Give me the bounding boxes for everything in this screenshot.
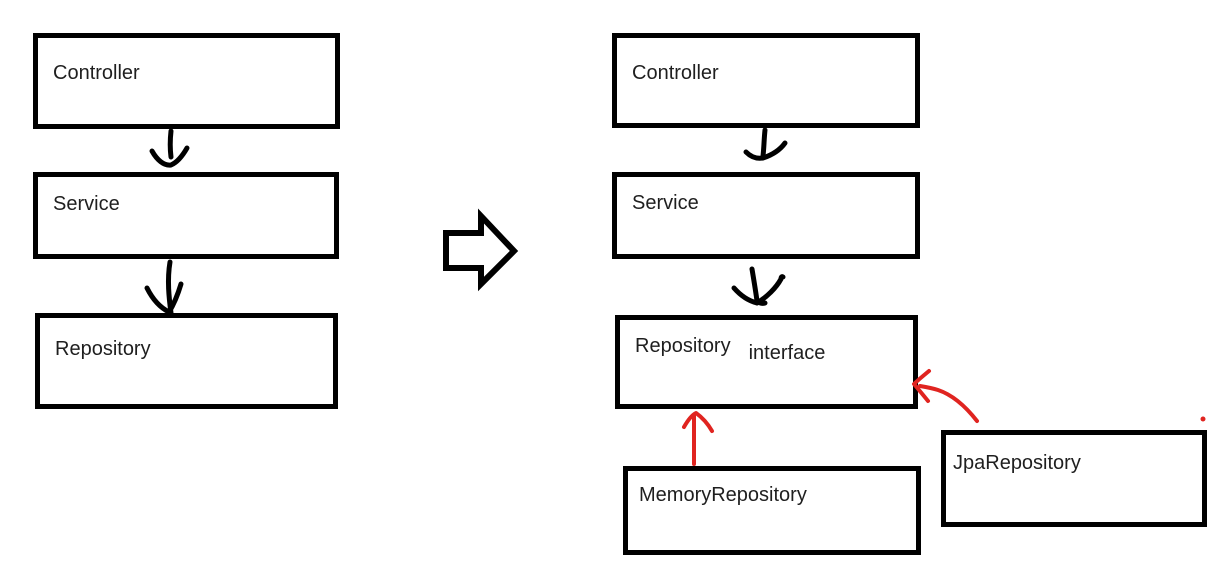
right-repository-interface-box: Repository interface <box>615 315 918 409</box>
right-repository-label: Repository <box>635 335 731 357</box>
arrow-shaft <box>167 128 174 160</box>
left-controller-box: Controller <box>33 33 340 129</box>
right-service-label: Service <box>632 192 699 214</box>
right-service-box: Service <box>612 172 920 259</box>
repository-interface-annotation: interface <box>748 342 826 364</box>
left-controller-label: Controller <box>53 62 140 84</box>
down-arrow-icon-right-service-to-repository <box>731 266 786 306</box>
red-dot-mark <box>1200 416 1206 422</box>
arrow-shaft <box>749 266 768 306</box>
right-controller-box: Controller <box>612 33 920 128</box>
left-service-box: Service <box>33 172 339 259</box>
arrow-shaft <box>165 259 174 316</box>
red-implements-arrow-icon-memory-to-repository <box>682 411 714 466</box>
arrow-head <box>682 411 714 433</box>
down-arrow-icon-left-controller-to-service <box>149 128 190 168</box>
down-arrow-icon-left-service-to-repository <box>144 259 184 316</box>
arrow-head-right <box>754 274 786 306</box>
jpa-repository-box: JpaRepository <box>941 430 1207 527</box>
memory-repository-box: MemoryRepository <box>623 466 921 555</box>
arrow-head-right <box>166 281 184 315</box>
arrow-head <box>743 140 788 161</box>
down-arrow-icon-right-controller-to-service <box>743 127 788 161</box>
jpa-repository-label: JpaRepository <box>953 452 1081 474</box>
right-controller-label: Controller <box>632 62 719 84</box>
arrow-shaft <box>918 384 979 423</box>
left-service-label: Service <box>53 193 120 215</box>
arrow-shaft <box>760 127 768 159</box>
red-implements-arrow-icon-jpa-to-repository <box>912 369 979 423</box>
left-repository-box: Repository <box>35 313 338 409</box>
arrow-head <box>149 145 190 168</box>
memory-repository-label: MemoryRepository <box>639 484 807 506</box>
arrow-head-left <box>731 285 760 306</box>
block-arrow-right-icon <box>443 208 519 292</box>
left-repository-label: Repository <box>55 338 151 360</box>
arrow-head-left <box>144 285 172 315</box>
